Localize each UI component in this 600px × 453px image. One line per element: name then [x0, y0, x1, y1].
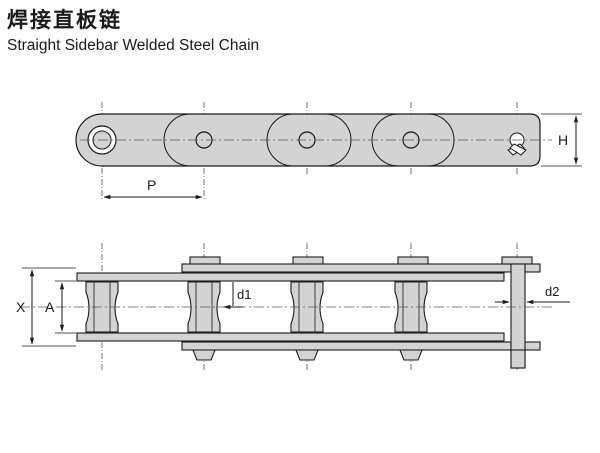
pin-heads	[189, 256, 533, 266]
pin-tails	[192, 349, 526, 369]
title-chinese: 焊接直板链	[7, 8, 122, 32]
title-english: Straight Sidebar Welded Steel Chain	[7, 37, 260, 54]
inner-plate-top	[76, 272, 505, 282]
outer-plate-top	[181, 263, 541, 273]
label-a: A	[45, 299, 55, 315]
label-d1: d1	[237, 287, 251, 302]
label-h: H	[558, 132, 568, 148]
cotter-pin-icon	[507, 132, 527, 156]
top-view: P H	[75, 102, 582, 200]
label-d2: d2	[545, 284, 559, 299]
outer-plate-bottom	[181, 341, 541, 351]
label-p: P	[147, 177, 156, 193]
label-x: X	[16, 299, 26, 315]
inner-plate-bottom	[76, 332, 505, 342]
bottom-view: X A d1 d2	[16, 243, 570, 372]
